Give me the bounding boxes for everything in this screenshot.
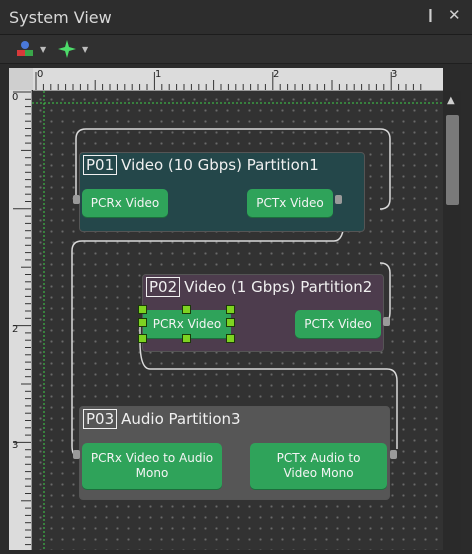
node-pcrx-video-selected[interactable]: PCRx Video [143, 310, 231, 338]
scroll-up-icon[interactable]: ▲ [447, 95, 455, 106]
partition-label: Video (10 Gbps) Partition1 [121, 156, 319, 174]
partition-id: P03 [83, 409, 118, 429]
ruler-top-ticks [35, 72, 422, 90]
resize-handle[interactable] [182, 334, 191, 343]
ruler-left-label: 3 [12, 440, 19, 451]
chevron-down-icon: ▼ [82, 45, 89, 54]
resize-handle[interactable] [138, 305, 147, 314]
ruler-left: 0 2 3 [9, 90, 32, 550]
ruler-corner [9, 68, 33, 90]
node-pcrx-video-to-audio-mono[interactable]: PCRx Video to Audio Mono [82, 443, 222, 489]
partition-label: Video (1 Gbps) Partition2 [184, 278, 373, 296]
ruler-left-label: 0 [12, 92, 19, 103]
ruler-top-label: 2 [273, 69, 280, 80]
partition-colors-icon [17, 41, 33, 56]
partition-id: P02 [146, 277, 181, 297]
partition-label: Audio Partition3 [121, 410, 241, 428]
node-pctx-video[interactable]: PCTx Video [247, 189, 333, 217]
ruler-left-ticks [13, 91, 31, 546]
connection-port[interactable] [383, 317, 390, 326]
connection-port[interactable] [73, 450, 80, 459]
partition-id: P01 [83, 155, 118, 175]
node-pcrx-video[interactable]: PCRx Video [82, 189, 168, 217]
pin-icon[interactable]: ❙ [425, 8, 436, 23]
connection-port[interactable] [73, 195, 80, 204]
connection-port[interactable] [390, 450, 397, 459]
ruler-top-label: 1 [155, 69, 162, 80]
toolbar: ▼ ▼ [0, 35, 472, 64]
close-icon[interactable]: ✕ [448, 6, 461, 24]
ruler-top-label: 0 [37, 69, 44, 80]
ruler-top: 0 1 2 3 [33, 68, 443, 91]
node-pctx-video[interactable]: PCTx Video [295, 310, 381, 338]
ruler-left-label: 2 [12, 324, 19, 335]
resize-handle[interactable] [138, 318, 147, 327]
resize-handle[interactable] [226, 318, 235, 327]
add-node-button[interactable]: ▼ [56, 39, 90, 59]
node-pctx-audio-to-video-mono[interactable]: PCTx Audio to Video Mono [250, 443, 387, 489]
connection-port[interactable] [335, 195, 342, 204]
resize-handle[interactable] [138, 334, 147, 343]
panel-title: System View [9, 8, 112, 27]
partition-colors-button[interactable]: ▼ [14, 39, 48, 59]
ruler-top-label: 3 [391, 69, 398, 80]
resize-handle[interactable] [182, 305, 191, 314]
resize-handle[interactable] [226, 334, 235, 343]
chevron-down-icon: ▼ [40, 45, 47, 54]
scrollbar-thumb[interactable] [446, 115, 459, 205]
resize-handle[interactable] [226, 305, 235, 314]
add-node-icon [58, 40, 76, 58]
vertical-scrollbar[interactable]: ▲ [443, 91, 461, 550]
panel-titlebar: System View ❙ ✕ [0, 0, 472, 35]
